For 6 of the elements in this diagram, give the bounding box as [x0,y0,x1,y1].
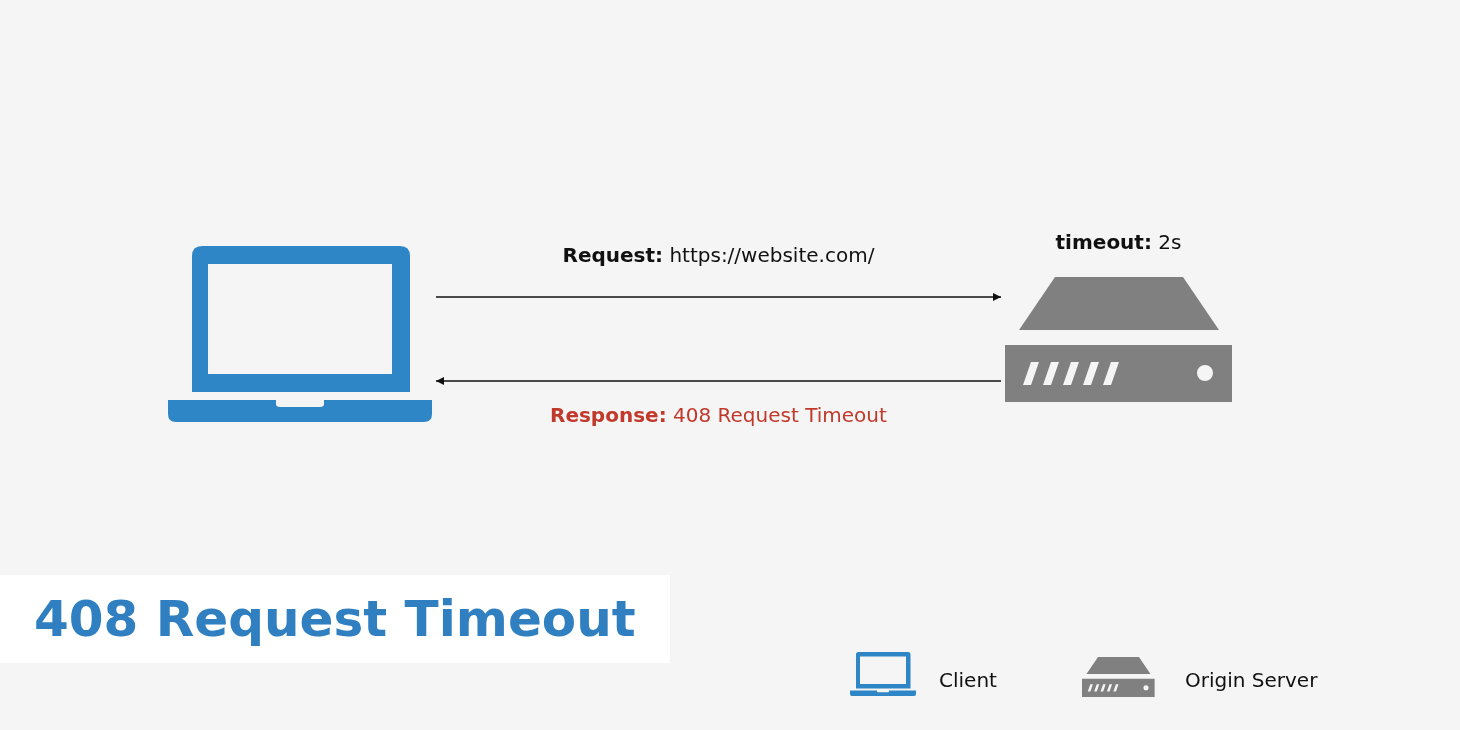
arrow [435,377,1002,385]
timeout-label: timeout: 2s [1054,230,1183,254]
arrow [435,293,1002,301]
legend-label: Client [939,668,997,692]
title: 408 Request Timeout [0,575,670,663]
legend-label: Origin Server [1185,668,1318,692]
